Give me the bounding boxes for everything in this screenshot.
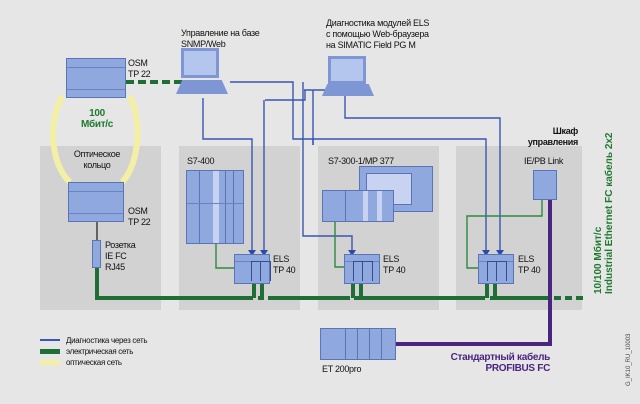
els-tp40-1[interactable] [234,254,271,284]
legend-swatch-optical [40,359,60,365]
control-cabinet-panel [456,146,582,310]
arrow-head [348,250,356,256]
arrow-head [496,250,504,256]
els-tp40-3[interactable] [478,254,514,284]
osm-tp22-top[interactable] [66,58,126,98]
optical-ring [50,94,141,185]
ie-pb-link [466,200,543,269]
arrow-head [482,250,490,256]
ie-pb-link-device[interactable] [533,170,557,200]
laptop-screen-icon [328,56,366,84]
arrow-head [248,250,256,256]
snmp-pc[interactable] [176,48,236,98]
legend-swatch-diagnostic [40,339,60,341]
s7-300-label: S7-300-1/MP 377 [328,156,394,166]
legend-item-optical: оптическая сеть [40,357,122,367]
s7-400-link [215,244,234,269]
monitor-icon [181,48,219,78]
electrical-bus-socket [95,268,253,300]
et200pro-device[interactable] [320,328,396,360]
figure-id-label: G_IK10_RU_10003 [626,333,632,386]
s7-400-rack[interactable] [186,170,244,244]
osm-tp22-bottom[interactable] [68,182,124,222]
field-pg-laptop[interactable] [322,56,382,98]
legend-item-diagnostic: Диагностика через сеть [40,335,148,345]
profibus-cable [396,200,552,346]
laptop-base-icon [322,84,374,96]
legend-swatch-electrical [40,348,60,354]
keyboard-icon [176,80,228,94]
diag-line-6 [344,78,501,250]
legend-item-electrical: электрическая сеть [40,346,133,356]
els-tp40-2[interactable] [344,254,380,284]
s7-300-rack[interactable] [322,190,394,222]
ie-pb-link-label: IE/PB Link [524,156,564,166]
diag-line-1 [202,98,253,250]
arrow-head [260,250,268,256]
diag-line-8 [265,90,306,101]
et200pro-label: ET 200pro [322,364,362,374]
s7-400-label: S7-400 [187,156,215,166]
rj45-socket[interactable] [92,240,101,268]
diag-line-2 [230,81,487,250]
s7-300-link [334,222,344,268]
diag-line-3 [302,82,353,250]
